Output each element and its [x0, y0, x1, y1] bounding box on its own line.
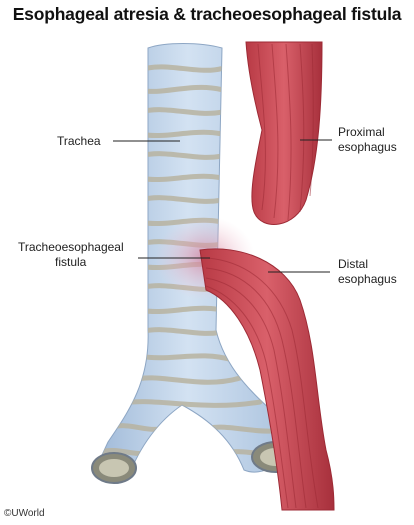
label-fistula-line1: Tracheoesophageal [18, 240, 124, 254]
label-distal-line1: Distal [338, 257, 369, 271]
label-distal-esophagus: Distal esophagus [338, 257, 397, 287]
label-fistula-line2: fistula [55, 255, 87, 269]
copyright-credit: ©UWorld [4, 508, 45, 519]
label-proximal-esophagus: Proximal esophagus [338, 125, 397, 155]
proximal-esophagus [245, 41, 323, 225]
label-proximal-line1: Proximal [338, 125, 385, 139]
label-fistula: Tracheoesophageal fistula [18, 240, 124, 270]
label-proximal-line2: esophagus [338, 140, 397, 154]
leader-lines [113, 139, 332, 273]
distal-esophagus [199, 248, 335, 511]
diagram-title: Esophageal atresia & tracheoesophageal f… [12, 4, 402, 24]
label-trachea: Trachea [57, 134, 101, 148]
label-distal-line2: esophagus [338, 272, 397, 286]
